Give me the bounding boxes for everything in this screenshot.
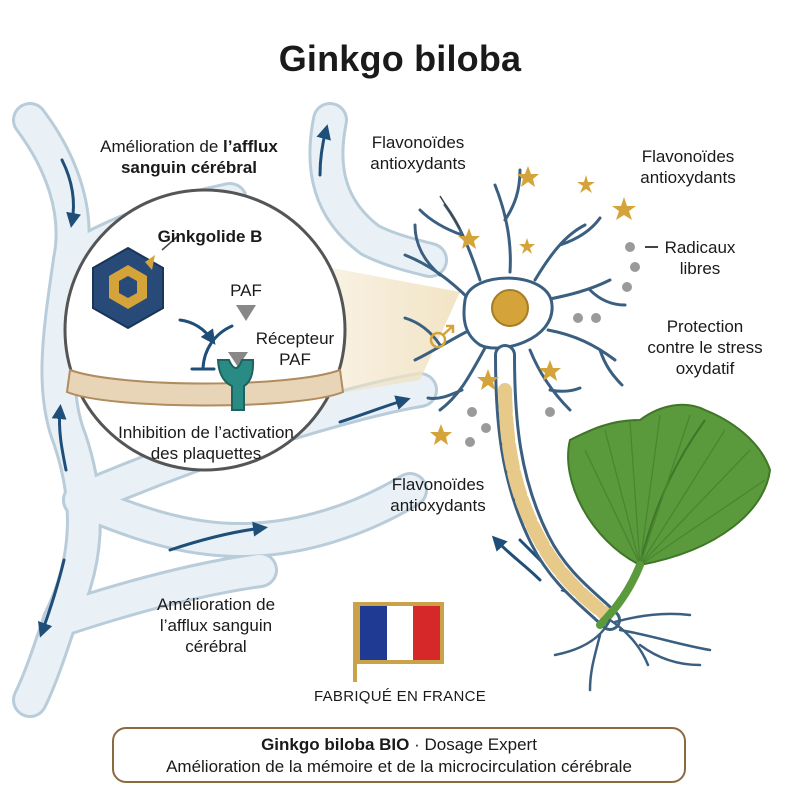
banner-dosage: · Dosage Expert [409,735,537,754]
paf-bound-triangle-icon [228,352,248,367]
label-afflux-bottom: Amélioration de l’afflux sanguin cérébra… [126,594,306,657]
label-afflux-top-part2: l’afflux [223,137,278,156]
paf-receptor-icon [216,359,255,411]
label-radicaux-line1: Radicaux [664,238,736,257]
neuron-soma [462,276,554,350]
label-protection-line1: Protection [666,317,744,336]
pointer-lines [161,195,461,251]
label-protection-line3: oxydatif [675,359,735,378]
flow-arrow-5 [338,395,411,424]
label-flavonoides-3-line2: antioxydants [390,496,486,515]
ginkgo-leaf-icon [567,403,772,629]
label-ginkgolide-b: Ginkgolide B [157,227,263,246]
axon-terminals [553,612,712,692]
star-icon [612,197,636,220]
flow-arrow-6 [316,124,331,177]
paf-triangle-icon [236,305,256,321]
label-recepteur-line2: PAF [279,350,311,369]
page-title: Ginkgo biloba [278,38,522,79]
label-afflux-top-part3: sanguin cérébral [120,158,258,177]
banner-benefit: Amélioration de la mémoire et de la micr… [166,757,632,776]
label-radicaux-line2: libres [679,259,721,278]
flow-arrow-4 [168,521,268,552]
label-inhibition-line2: des plaquettes [150,444,262,463]
label-protection-line2: contre le stress [647,338,763,357]
label-afflux-bottom-line1: Amélioration de [156,595,276,614]
free-radical-dots [465,242,640,447]
flow-arrow-3 [38,558,66,638]
flavonoid-stars [430,166,636,445]
star-icon [458,228,480,249]
label-flavonoides-2: Flavonoïdes antioxydants [628,146,748,188]
banner-product-name: Ginkgo biloba BIO [261,735,410,754]
star-icon [477,369,499,390]
label-afflux-top-part1: Amélioration de [100,137,224,156]
star-icon [430,424,452,445]
label-flavonoides-2-line1: Flavonoïdes [641,147,735,166]
french-flag-icon [356,602,444,664]
label-recepteur-paf: Récepteur PAF [250,328,340,370]
label-flavonoides-1: Flavonoïdes antioxydants [358,132,478,174]
flag-pole [353,602,357,682]
neuron-icon [403,168,627,412]
label-flavonoides-1-line1: Flavonoïdes [371,133,465,152]
axon [494,344,621,631]
label-flavonoides-1-line2: antioxydants [370,154,466,173]
label-flavonoides-3-line1: Flavonoïdes [391,475,485,494]
male-symbol-icon [429,324,455,349]
flow-arrow-2 [51,404,68,472]
label-protection-stress: Protection contre le stress oxydatif [632,316,778,379]
star-icon [519,238,535,254]
flow-arrow-1 [60,158,81,228]
label-afflux-bottom-line3: cérébral [185,637,247,656]
flow-arrows [38,124,577,638]
label-inhibition-line1: Inhibition de l’activation [118,423,294,442]
star-icon [517,166,539,187]
flow-arrow-8 [491,535,542,582]
made-in-france-label: FABRIQUÉ EN FRANCE [313,688,487,705]
label-flavonoides-3: Flavonoïdes antioxydants [376,474,500,516]
ginkgolide-hexagon-icon [92,246,164,330]
label-flavonoides-2-line2: antioxydants [640,168,736,187]
product-banner: Ginkgo biloba BIO · Dosage Expert Amélio… [112,727,686,783]
inhibition-arrow [178,318,234,371]
label-radicaux-libres: Radicaux libres [660,237,740,279]
label-recepteur-line1: Récepteur [255,329,335,348]
label-inhibition: Inhibition de l’activation des plaquette… [90,422,322,464]
label-paf: PAF [230,281,262,300]
star-icon [577,175,595,193]
label-afflux-top: Amélioration de l’afflux sanguin cérébra… [80,136,298,178]
label-afflux-bottom-line2: l’afflux sanguin [159,616,273,635]
star-icon [539,360,561,381]
